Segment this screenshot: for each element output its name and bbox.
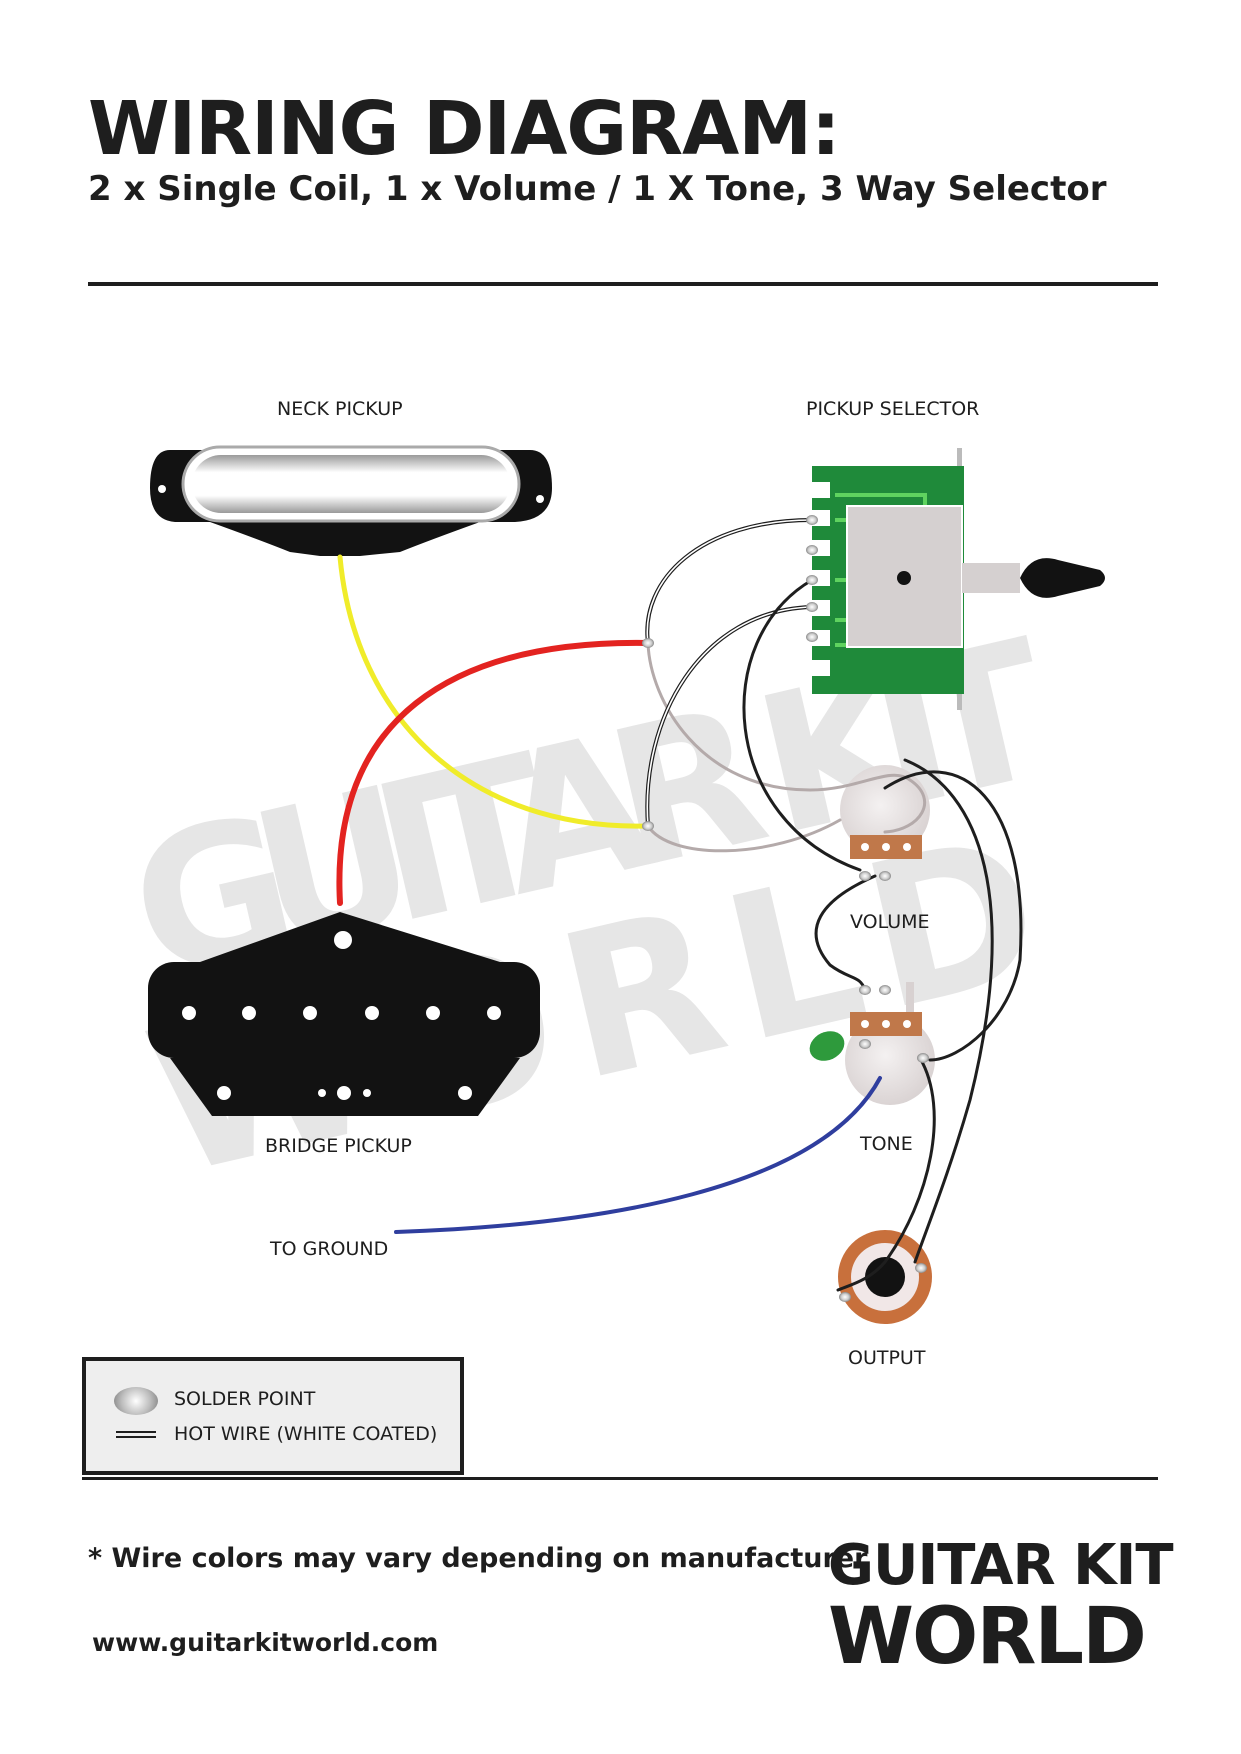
website-url: www.guitarkitworld.com	[92, 1628, 439, 1657]
tone-label: TONE	[859, 1133, 913, 1155]
solder-points	[642, 515, 929, 1302]
volume-label: VOLUME	[850, 911, 930, 933]
neck-wire	[337, 554, 651, 829]
to-ground-label: TO GROUND	[269, 1238, 388, 1260]
header-divider	[88, 282, 1158, 286]
brand-line1: GUITAR KIT	[828, 1533, 1174, 1598]
legend: SOLDER POINT HOT WIRE (WHITE COATED)	[82, 1357, 464, 1475]
footer-divider	[82, 1477, 1158, 1480]
page-subtitle: 2 x Single Coil, 1 x Volume / 1 X Tone, …	[88, 169, 1107, 209]
legend-solder-point: SOLDER POINT	[174, 1388, 316, 1410]
tone-capacitor	[809, 1031, 845, 1061]
bridge-pickup-label: BRIDGE PICKUP	[265, 1135, 412, 1157]
bridge-wire	[336, 639, 651, 906]
bridge-pickup	[148, 912, 540, 1116]
pickup-selector	[812, 448, 1105, 710]
brand-line2: WORLD	[828, 1592, 1147, 1682]
ground-wire	[394, 1076, 882, 1234]
component-labels: NECK PICKUP PICKUP SELECTOR VOLUME TONE …	[265, 398, 979, 1369]
legend-hot-wire: HOT WIRE (WHITE COATED)	[174, 1423, 438, 1445]
output-label: OUTPUT	[848, 1347, 926, 1369]
page-title: WIRING DIAGRAM:	[88, 86, 841, 172]
output-jack	[838, 1230, 932, 1324]
solder-point-swatch	[114, 1387, 158, 1415]
neck-pickup	[150, 445, 552, 556]
wire-color-note: * Wire colors may vary depending on manu…	[88, 1543, 868, 1574]
neck-pickup-label: NECK PICKUP	[277, 398, 403, 420]
hot-wire-swatch	[116, 1431, 156, 1438]
pickup-selector-label: PICKUP SELECTOR	[806, 398, 979, 420]
volume-pot	[840, 765, 930, 859]
wires	[336, 518, 1023, 1292]
tone-pot	[809, 982, 935, 1105]
